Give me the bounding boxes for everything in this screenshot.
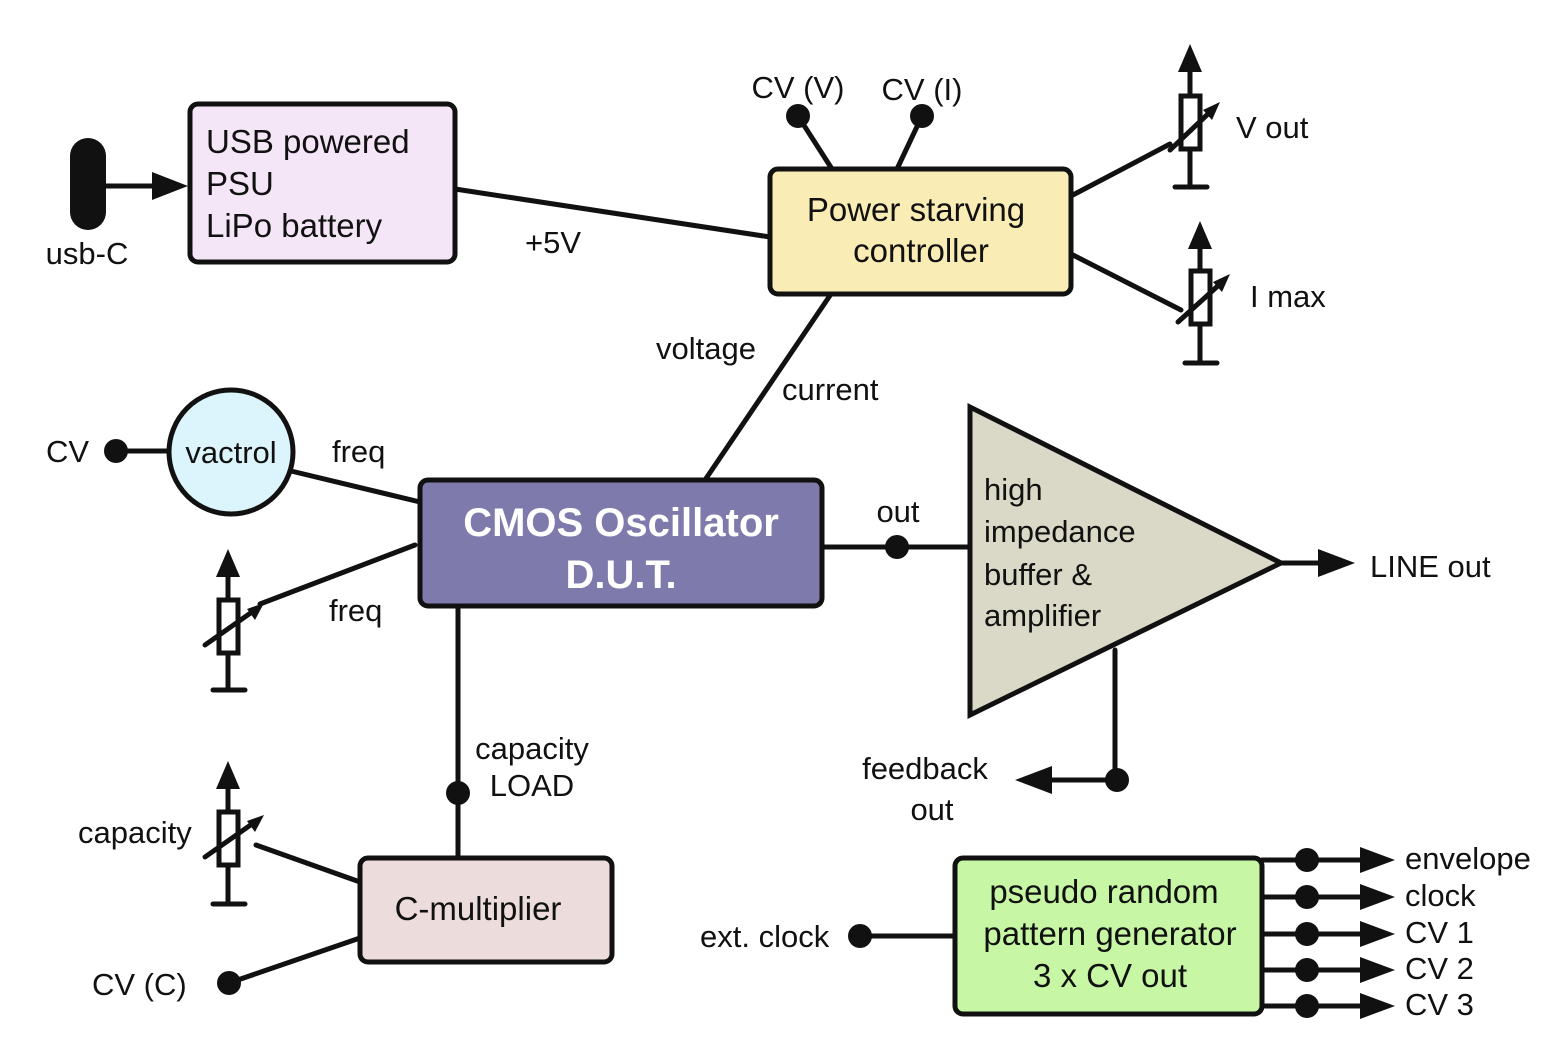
prng-output-jack-icon [1295, 885, 1319, 909]
load-label-line1: capacity [475, 731, 589, 766]
prng-output-arrow-icon [1360, 847, 1395, 873]
usb-c-connector-icon [70, 138, 106, 230]
vactrol-to-dut-wire [288, 468, 423, 505]
prng-output-jack-icon [1295, 848, 1319, 872]
cv-v-jack-icon [786, 104, 810, 128]
supply-wire [702, 291, 834, 483]
capacity-pot-label: capacity [78, 815, 192, 850]
prng-output-3: CV 2 [1259, 951, 1474, 986]
prng-output-arrow-icon [1360, 993, 1395, 1019]
prng-output-arrow-icon [1360, 921, 1395, 947]
vactrol-cv-jack-icon [104, 439, 128, 463]
capacity-potentiometer-icon [202, 761, 264, 907]
imax-wire [1068, 251, 1184, 313]
ext-clock-jack-icon [848, 924, 872, 948]
prng-output-label: CV 2 [1405, 951, 1474, 986]
feedback-label-line1: feedback [862, 751, 988, 786]
vactrol-circle [166, 387, 296, 517]
load-node-icon [446, 781, 470, 805]
psu-box [187, 101, 458, 265]
buffer-amplifier-triangle [967, 402, 1287, 720]
buffer-label-line2: impedance [984, 514, 1136, 549]
controller-label-line1: Power starving [807, 191, 1025, 228]
imax-label: I max [1250, 279, 1326, 314]
cmult-cv-label: CV (C) [92, 967, 187, 1002]
freq-pot-wire [257, 542, 418, 607]
buffer-label-line3: buffer & [984, 557, 1092, 592]
psu-label-line2: PSU [206, 165, 274, 202]
cv-i-label: CV (I) [882, 72, 963, 107]
pot-freq-label: freq [329, 593, 382, 628]
voltage-label: voltage [656, 331, 756, 366]
usb-c-label: usb-C [46, 236, 129, 271]
prng-output-jack-icon [1295, 958, 1319, 982]
dut-out-label: out [876, 494, 919, 529]
cmult-box [357, 855, 615, 965]
prng-output-label: CV 3 [1405, 987, 1474, 1022]
prng-label-line1: pseudo random [989, 873, 1218, 910]
prng-output-label: clock [1405, 878, 1476, 913]
dut-label-line2: D.U.T. [565, 553, 676, 597]
vout-wire [1068, 141, 1173, 199]
vout-potentiometer-icon [1167, 44, 1220, 190]
line-out-arrow-icon [1318, 549, 1355, 577]
prng-output-0: envelope [1259, 841, 1531, 876]
psu-to-controller-wire [452, 186, 773, 240]
current-label: current [782, 372, 879, 407]
dut-out-node-icon [885, 535, 909, 559]
vactrol-freq-label: freq [332, 434, 385, 469]
psu-label-line3: LiPo battery [206, 207, 383, 244]
cmult-cv-jack-icon [217, 971, 241, 995]
cv-i-jack-icon [910, 104, 934, 128]
prng-output-label: envelope [1405, 841, 1531, 876]
freq-potentiometer-icon [202, 549, 264, 693]
prng-output-label: CV 1 [1405, 915, 1474, 950]
feedback-label-line2: out [910, 792, 953, 827]
prng-output-arrow-icon [1360, 957, 1395, 983]
psu-label-line1: USB powered [206, 123, 410, 160]
controller-box [767, 166, 1074, 297]
ext-clock-label: ext. clock [700, 919, 830, 954]
dut-label-line1: CMOS Oscillator [463, 501, 779, 545]
dut-box [417, 477, 825, 609]
rail-5v-label: +5V [525, 225, 581, 260]
prng-output-2: CV 1 [1259, 915, 1474, 950]
vactrol-cv-label: CV [46, 434, 89, 469]
capacity-pot-wire [253, 842, 363, 885]
vactrol-label: vactrol [185, 435, 276, 470]
feedback-arrow-icon [1015, 766, 1052, 794]
controller-label-line2: controller [853, 232, 989, 269]
feedback-node-icon [1105, 768, 1129, 792]
prng-output-1: clock [1259, 878, 1476, 913]
buffer-label-line1: high [984, 472, 1043, 507]
prng-output-arrow-icon [1360, 884, 1395, 910]
prng-label-line3: 3 x CV out [1033, 957, 1187, 994]
cmult-cv-wire [226, 935, 363, 986]
prng-output-jack-icon [1295, 922, 1319, 946]
load-label-line2: LOAD [490, 768, 574, 803]
prng-output-jack-icon [1295, 994, 1319, 1018]
cv-v-label: CV (V) [752, 70, 845, 105]
prng-output-4: CV 3 [1259, 987, 1474, 1022]
buffer-label-line4: amplifier [984, 598, 1101, 633]
prng-label-line2: pattern generator [983, 915, 1236, 952]
usb-arrow-icon [152, 172, 188, 200]
line-out-label: LINE out [1370, 549, 1491, 584]
imax-potentiometer-icon [1175, 221, 1230, 366]
vout-label: V out [1236, 110, 1309, 145]
cmult-label: C-multiplier [395, 890, 562, 927]
